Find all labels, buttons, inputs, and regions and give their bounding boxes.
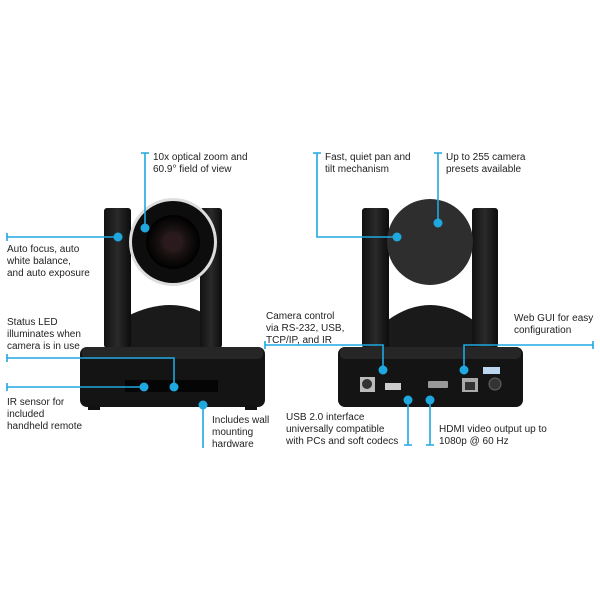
callout-line-pan xyxy=(313,152,397,238)
callout-line-ir xyxy=(6,383,144,391)
callout-dot-presets xyxy=(433,218,443,228)
callout-dot-hdmi xyxy=(425,395,435,405)
callout-hdmi: HDMI video output up to 1080p @ 60 Hz xyxy=(439,424,547,447)
callout-lines xyxy=(6,152,594,448)
callout-line-control xyxy=(264,341,384,370)
callout-status-led: Status LED illuminates when camera is in… xyxy=(7,317,81,352)
callout-web-gui: Web GUI for easy configuration xyxy=(514,313,594,336)
callout-usb: USB 2.0 interface universally compatible… xyxy=(286,412,399,447)
callout-pan-tilt: Fast, quiet pan and tilt mechanism xyxy=(325,152,411,175)
callout-dot-led xyxy=(169,382,179,392)
callout-presets: Up to 255 camera presets available xyxy=(446,152,526,175)
callout-line-usb xyxy=(404,400,412,446)
callout-dot-usb xyxy=(403,395,413,405)
callout-dot-control xyxy=(378,365,388,375)
callout-line-presets xyxy=(434,152,442,223)
front-camera xyxy=(80,198,265,410)
callout-camera-control: Camera control via RS-232, USB, TCP/IP, … xyxy=(266,311,345,346)
callout-dot-ir xyxy=(139,382,149,392)
callout-auto-focus: Auto focus, auto white balance, and auto… xyxy=(7,244,90,279)
callout-dot-wall xyxy=(198,400,208,410)
callout-line-webgui xyxy=(463,341,594,370)
callout-zoom: 10x optical zoom and 60.9° field of view xyxy=(153,152,248,175)
callout-dot-webgui xyxy=(459,365,469,375)
callout-dot-pan xyxy=(392,232,402,242)
callout-dots xyxy=(113,218,469,410)
callout-ir-sensor: IR sensor for included handheld remote xyxy=(7,397,83,432)
callout-line-auto xyxy=(6,233,118,241)
callout-line-hdmi xyxy=(426,400,434,446)
callout-wall-mount: Includes wall mounting hardware xyxy=(212,415,270,450)
callout-line-zoom xyxy=(141,152,149,228)
callout-line-led xyxy=(6,354,175,387)
callout-dot-auto xyxy=(113,232,123,242)
callout-dot-zoom xyxy=(140,223,150,233)
rear-camera xyxy=(338,199,523,407)
